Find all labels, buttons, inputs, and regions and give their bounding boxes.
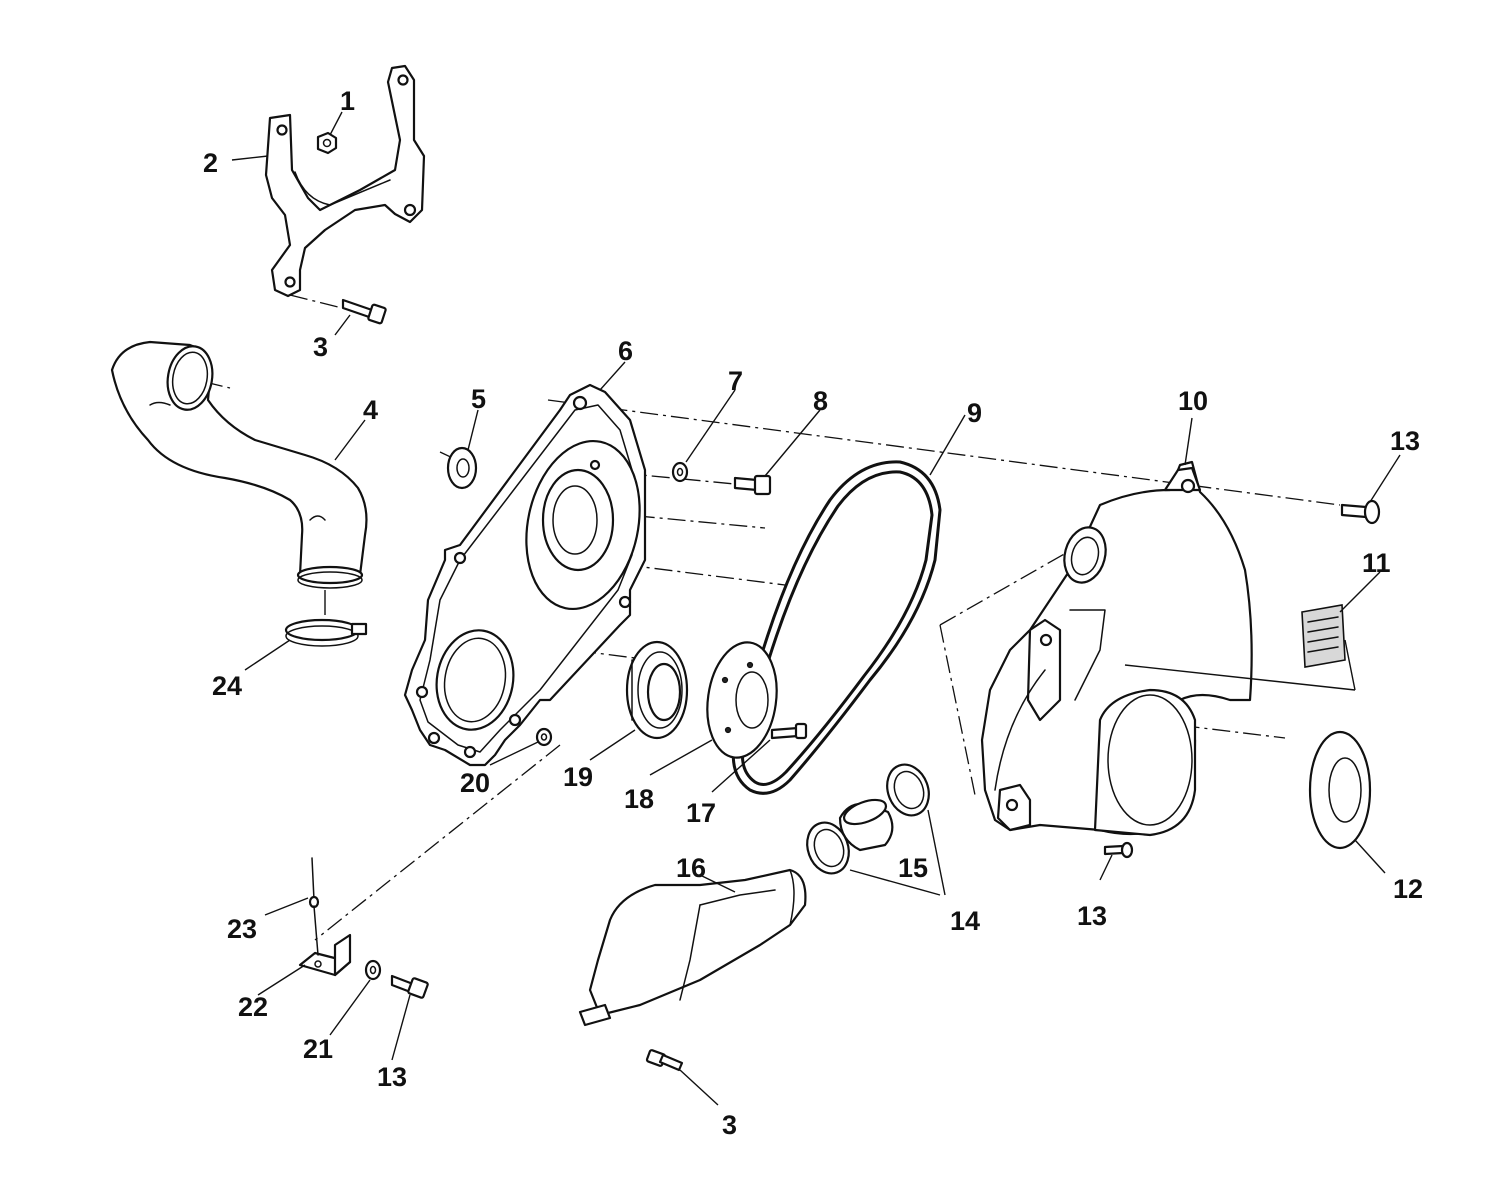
callout-8: 8 xyxy=(813,386,828,416)
callout-2: 2 xyxy=(203,148,218,178)
callout-17: 17 xyxy=(686,798,716,828)
callout-12: 12 xyxy=(1393,874,1423,904)
callout-6: 6 xyxy=(618,336,633,366)
callout-labels: 1 2 3 4 5 6 7 8 9 10 13 11 24 20 19 18 1… xyxy=(203,86,1423,1140)
bolt-part-upper xyxy=(341,298,387,325)
washer-part-21 xyxy=(364,959,382,981)
callout-22: 22 xyxy=(238,992,268,1022)
screw-part-13-top xyxy=(1340,499,1381,525)
callout-3-upper: 3 xyxy=(313,332,328,362)
callout-20: 20 xyxy=(460,768,490,798)
washer-part-20 xyxy=(535,727,553,747)
washer-part-7 xyxy=(671,461,689,483)
hose-clamp-part xyxy=(284,590,368,647)
outer-cover-part xyxy=(980,460,1253,837)
leader-lines xyxy=(231,111,1401,1106)
hose-part xyxy=(110,340,368,589)
washer-part-5 xyxy=(446,446,478,490)
callout-18: 18 xyxy=(624,784,654,814)
callout-5: 5 xyxy=(471,384,486,414)
seal-part xyxy=(625,640,689,740)
drive-belt-part xyxy=(731,460,942,795)
callout-9: 9 xyxy=(967,398,982,428)
bracket-part xyxy=(264,64,426,298)
callout-13-right: 13 xyxy=(1077,901,1107,931)
washer-part-12 xyxy=(1308,730,1372,850)
callout-10: 10 xyxy=(1178,386,1208,416)
callout-21: 21 xyxy=(303,1034,333,1064)
screw-part-13-bottom xyxy=(1103,841,1134,859)
callout-4: 4 xyxy=(363,395,378,425)
callout-1: 1 xyxy=(340,86,355,116)
nut-part xyxy=(316,131,338,155)
callout-15: 15 xyxy=(898,853,928,883)
callout-14: 14 xyxy=(950,906,980,936)
alignment-lines xyxy=(204,294,1341,941)
callout-16: 16 xyxy=(676,853,706,883)
callout-19: 19 xyxy=(563,762,593,792)
clamp-part-14-lower xyxy=(806,821,850,875)
callout-3-lower: 3 xyxy=(722,1110,737,1140)
bolt-part-13-lower xyxy=(390,974,429,999)
callout-23: 23 xyxy=(227,914,257,944)
rivet-part-23 xyxy=(308,857,320,956)
bolt-part-8 xyxy=(733,474,772,496)
screw-part-17 xyxy=(770,722,808,740)
callout-13-top: 13 xyxy=(1390,426,1420,456)
clamp-part-14-upper xyxy=(886,763,930,817)
callout-11: 11 xyxy=(1362,548,1391,578)
callout-13-lower: 13 xyxy=(377,1062,407,1092)
duct-part xyxy=(578,868,807,1027)
decal-part xyxy=(1124,604,1356,691)
callout-24: 24 xyxy=(212,671,242,701)
inner-cover-part xyxy=(403,383,647,767)
bracket-part-22 xyxy=(298,933,352,977)
callout-7: 7 xyxy=(728,366,743,396)
bolt-part-lower xyxy=(645,1049,684,1072)
coupler-part-15 xyxy=(838,798,894,852)
flange-part xyxy=(706,641,778,759)
